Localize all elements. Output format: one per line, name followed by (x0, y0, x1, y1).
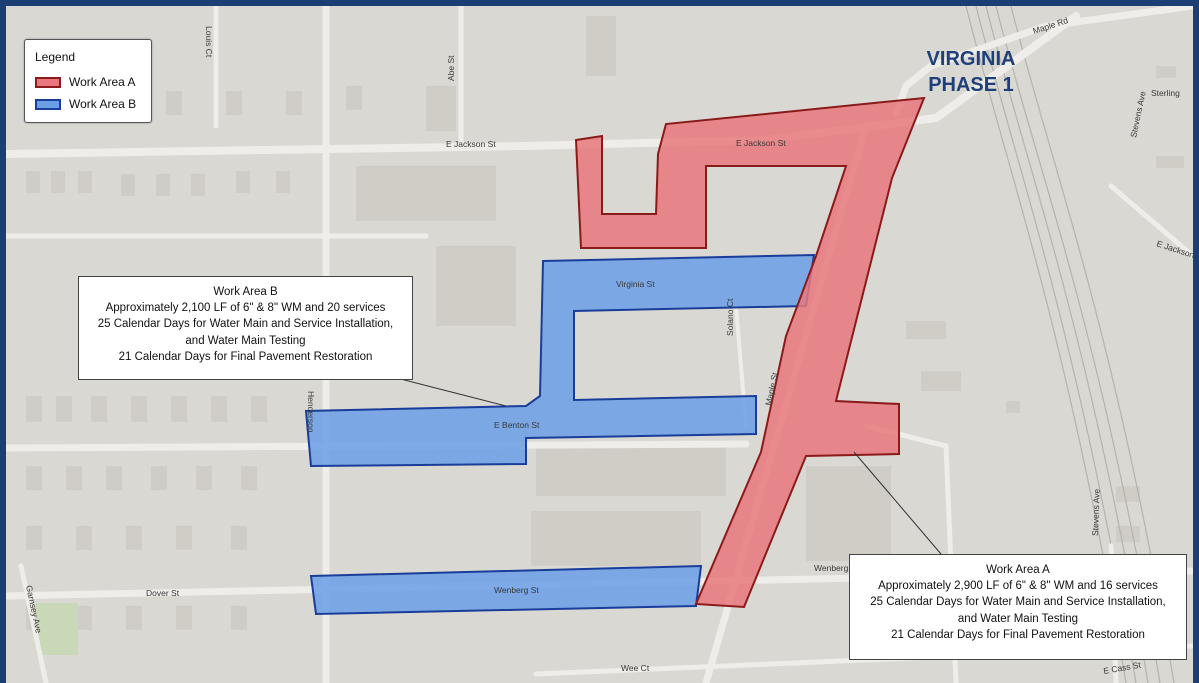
map-title-line-2: PHASE 1 (928, 74, 1014, 96)
street-label: Solano Ct (725, 298, 735, 336)
street-label: Wenberg St (494, 585, 539, 595)
map-frame: Louis Ct Abe St E Jackson St E Jackson S… (6, 6, 1193, 683)
street-label: Henderson (306, 391, 316, 433)
work-area-a[interactable] (574, 96, 926, 609)
legend-swatch-red (35, 76, 61, 88)
work-area-b-wenberg-segment[interactable] (309, 564, 703, 616)
callout-work-area-a: Work Area A Approximately 2,900 LF of 6"… (849, 554, 1187, 660)
callout-line: 21 Calendar Days for Final Pavement Rest… (891, 628, 1145, 641)
callout-line: and Water Main Testing (957, 612, 1079, 625)
park-area (36, 603, 78, 655)
street-label: E Benton St (494, 420, 540, 430)
building-footprints (26, 16, 1184, 630)
callout-line: 25 Calendar Days for Water Main and Serv… (97, 318, 394, 331)
legend-item-work-area-a: Work Area A (35, 74, 135, 90)
work-area-a-polygon[interactable] (574, 96, 926, 609)
street-label: E Jackson St (736, 138, 786, 148)
legend: Legend Work Area A Work Area B (24, 39, 152, 123)
legend-item-work-area-b: Work Area B (35, 96, 136, 112)
callout-line: and Water Main Testing (185, 334, 306, 347)
callout-line: 25 Calendar Days for Water Main and Serv… (870, 596, 1166, 609)
street-label: Virginia St (616, 279, 655, 289)
callout-line: Approximately 2,100 LF of 6" & 8" WM and… (105, 302, 386, 315)
street-label: E Jackson St (446, 139, 496, 149)
legend-label: Work Area A (69, 75, 136, 89)
street-label: Dover St (146, 588, 180, 598)
callout-line: 21 Calendar Days for Final Pavement Rest… (118, 350, 373, 363)
callout-title: Work Area B (213, 286, 278, 298)
map-title-line-1: VIRGINIA (926, 48, 1016, 70)
work-area-b-polygon[interactable] (304, 253, 816, 468)
callout-title: Work Area A (986, 564, 1050, 576)
street-label: Wenberg R (814, 563, 857, 573)
map-title: VIRGINIA PHASE 1 (896, 46, 1046, 98)
legend-swatch-blue (35, 98, 61, 110)
street-label: Wee Ct (621, 663, 650, 673)
street-label: Abe St (446, 55, 456, 81)
work-area-b[interactable] (304, 253, 816, 616)
street-label: Louis Ct (204, 26, 214, 58)
street-label: Stevens Ave (1090, 488, 1102, 536)
callout-line: Approximately 2,900 LF of 6" & 8" WM and… (878, 580, 1158, 593)
street-label: Sterling (1151, 88, 1180, 98)
legend-title: Legend (35, 50, 76, 64)
legend-label: Work Area B (69, 97, 137, 111)
callout-work-area-b: Work Area B Approximately 2,100 LF of 6"… (78, 276, 413, 380)
